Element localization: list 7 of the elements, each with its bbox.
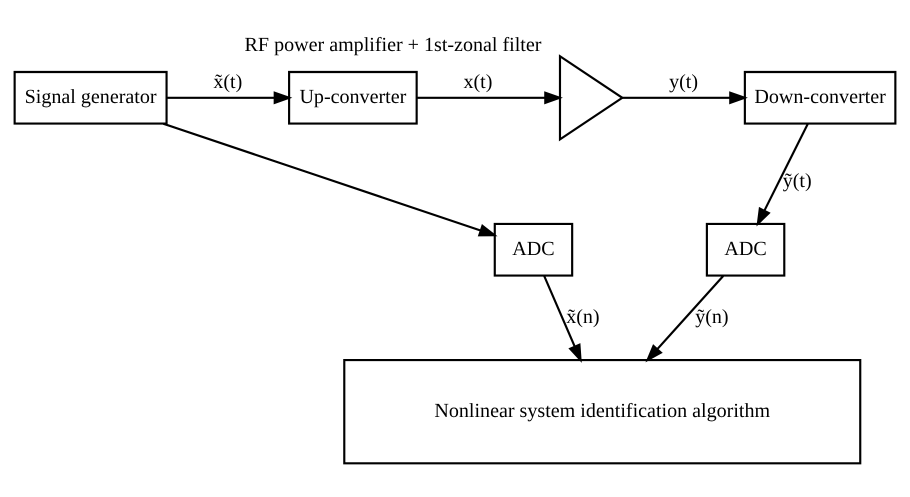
node-label: RF power amplifier + 1st-zonal filter — [244, 33, 542, 56]
edge-label: ỹ(t) — [782, 169, 812, 192]
edge-label: x(t) — [463, 70, 492, 93]
edge-label: y(t) — [669, 70, 698, 93]
edge-label: x̃(n) — [566, 306, 600, 328]
edge-label: ỹ(n) — [695, 306, 729, 328]
edge-label: x̃(t) — [213, 70, 242, 93]
